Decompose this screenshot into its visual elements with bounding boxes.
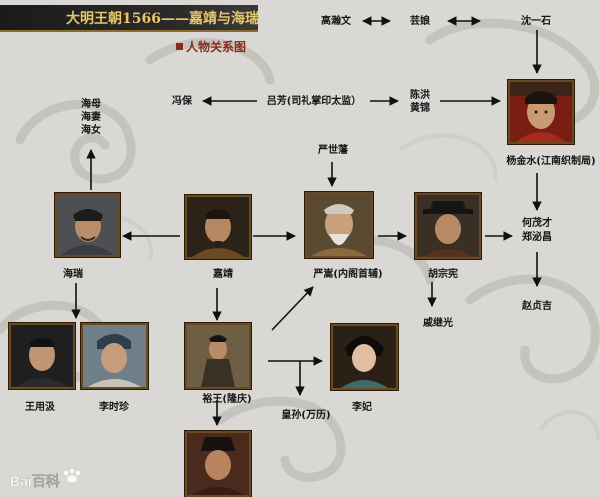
node-yan-song: 严嵩(内阁首辅): [313, 269, 383, 280]
node-yan-shifan: 严世藩: [318, 145, 348, 156]
node-gao-hanwen: 高瀚文: [321, 16, 351, 27]
node-yang-jinshui: 杨金水(江南织制局): [506, 156, 596, 167]
baidu-baike-watermark: Bai百科: [10, 468, 81, 489]
node-qi-jiguang: 戚继光: [423, 318, 453, 329]
node-hai-daughter: 海女: [81, 125, 101, 136]
node-lv-fang: 吕芳(司礼掌印太监）: [266, 96, 362, 107]
portrait-wang-yongji: [9, 323, 75, 389]
node-hu-zongxian: 胡宗宪: [428, 269, 458, 280]
portrait-jiajing: [185, 195, 251, 259]
node-yun-niang: 芸娘: [410, 16, 430, 27]
node-wang-yongji: 王用汲: [25, 402, 55, 413]
node-yu-wang: 裕王(隆庆): [202, 394, 252, 405]
node-hai-rui: 海瑞: [63, 269, 83, 280]
portrait-yang-jinshui: [508, 80, 574, 144]
diagram-title: 大明王朝1566——嘉靖与海瑞: [66, 11, 259, 27]
node-chen-hong: 陈洪: [410, 90, 430, 101]
subtitle-bullet: [176, 43, 183, 50]
node-he-maocai: 何茂才: [522, 218, 552, 229]
node-zheng-biechang: 郑泌昌: [522, 232, 552, 243]
watermark-text: Bai百科: [10, 473, 60, 489]
node-hai-mother: 海母: [81, 99, 101, 110]
portrait-yu-wang: [185, 323, 251, 389]
diagram-subtitle: 人物关系图: [186, 40, 247, 54]
portrait-wanli-father-prince: [185, 431, 251, 497]
portrait-hai-rui: [55, 193, 120, 257]
node-zhao-zhenji: 赵贞吉: [522, 301, 552, 312]
node-li-fei: 李妃: [352, 402, 372, 413]
node-huangsun: 皇孙(万历): [281, 410, 331, 421]
portrait-li-fei: [331, 324, 398, 390]
node-li-shizhen: 李时珍: [99, 402, 129, 413]
node-huang-jin: 黄锦: [410, 103, 430, 114]
title-bar: 大明王朝1566——嘉靖与海瑞: [0, 5, 259, 32]
portrait-li-shizhen: [81, 323, 148, 389]
portrait-hu-zongxian: [415, 193, 481, 259]
portrait-yan-song: [305, 192, 373, 258]
arrow-yuwang-yansong: [271, 286, 314, 331]
node-feng-bao: 冯保: [172, 96, 192, 107]
node-shen-yishi: 沈一石: [521, 16, 551, 27]
node-hai-wife: 海妻: [81, 112, 101, 123]
node-jiajing: 嘉靖: [213, 269, 233, 280]
